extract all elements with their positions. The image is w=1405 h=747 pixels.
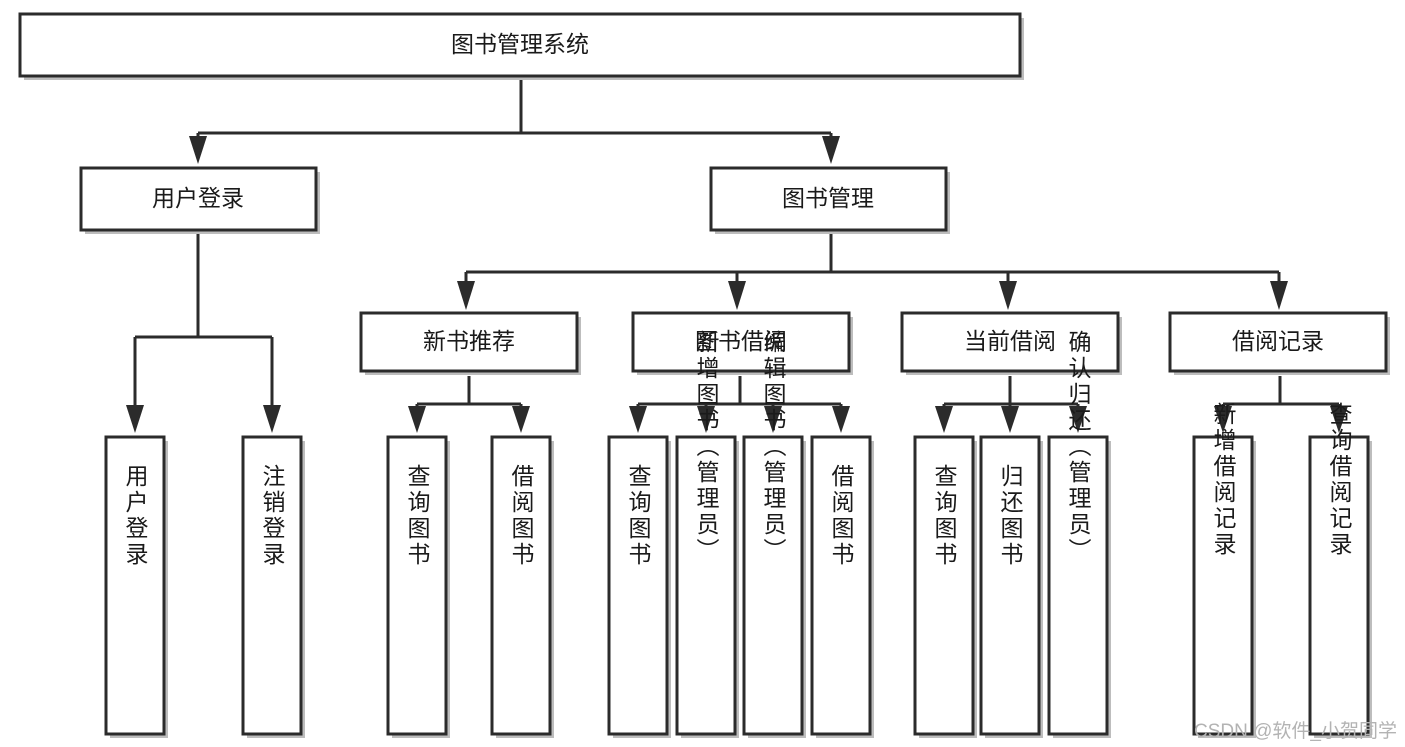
edge-group-book-manage-to-level3 [457,233,1288,310]
arrow-to-leaf-add-record [1214,406,1232,433]
node-leaf-add-record[interactable]: 新增借阅记录 [1192,402,1256,738]
node-new-book-rec[interactable]: 新书推荐 [359,311,581,375]
node-leaf-add-book[interactable]: 新增图书（管理员） [675,330,739,738]
node-book-manage[interactable]: 图书管理 [709,166,950,234]
node-leaf-query-book-3[interactable]: 查询图书 [913,435,977,738]
node-leaf-return-book[interactable]: 归还图书 [979,435,1043,738]
node-leaf-add-record-box[interactable] [1192,435,1254,736]
edge-group-book-borrow-to-leaves [629,376,850,433]
node-borrow-record-label: 借阅记录 [1232,328,1324,354]
node-leaf-logout-login-box[interactable] [241,435,303,736]
node-current-borrow-box[interactable] [900,311,1120,373]
node-leaf-borrow-book-2-label: 借阅图书 [828,464,855,568]
node-book-borrow[interactable]: 图书借阅 [631,311,853,375]
node-leaf-logout-login-label: 注销登录 [259,464,286,568]
arrow-to-leaf-query-book-1 [408,406,426,433]
edge-group-user-login-to-leaves [126,233,281,433]
node-leaf-confirm-return-label: 确认归还（管理员） [1065,330,1092,564]
arrow-to-leaf-user-login [126,405,144,433]
arrow-to-book-borrow [728,281,746,310]
edge-group-new-book-rec-to-leaves [408,376,530,433]
node-leaf-user-login[interactable]: 用户登录 [104,435,168,738]
node-leaf-add-book-label: 新增图书（管理员） [693,330,720,564]
arrow-to-leaf-confirm-return [1069,406,1087,433]
arrow-to-current-borrow [999,281,1017,310]
node-user-login-label: 用户登录 [152,185,244,211]
node-root-label: 图书管理系统 [451,31,589,57]
node-new-book-rec-label: 新书推荐 [423,328,515,354]
node-borrow-record-box[interactable] [1168,311,1388,373]
node-borrow-record[interactable]: 借阅记录 [1168,311,1390,375]
arrow-to-leaf-borrow-book-2 [832,406,850,433]
node-new-book-rec-box[interactable] [359,311,579,373]
node-leaf-confirm-return-box[interactable] [1047,435,1109,736]
node-leaf-query-record-box[interactable] [1308,435,1370,736]
arrow-to-book-manage [822,136,840,164]
node-leaf-borrow-book-1-label: 借阅图书 [508,464,535,568]
node-leaf-query-book-1-label: 查询图书 [404,464,431,568]
edge-group-current-borrow-to-leaves [935,376,1087,433]
arrow-to-leaf-query-book-2 [629,406,647,433]
node-current-borrow[interactable]: 当前借阅 [900,311,1122,375]
node-book-borrow-label: 图书借阅 [695,328,787,354]
arrow-to-leaf-edit-book [764,406,782,433]
node-leaf-logout-login[interactable]: 注销登录 [241,435,305,738]
node-leaf-edit-book[interactable]: 编辑图书（管理员） [742,330,806,738]
node-leaf-add-book-box[interactable] [675,435,737,736]
node-leaf-query-record[interactable]: 查询借阅记录 [1308,402,1372,738]
node-root-box[interactable] [18,12,1022,78]
edge-group-root-to-level2 [189,80,840,164]
arrow-to-leaf-logout-login [263,405,281,433]
node-leaf-user-login-box[interactable] [104,435,166,736]
node-current-borrow-label: 当前借阅 [964,328,1056,354]
node-book-borrow-box[interactable] [631,311,851,373]
edge-group-borrow-record-to-leaves [1214,376,1348,433]
node-leaf-query-book-2-label: 查询图书 [625,464,652,568]
node-leaf-borrow-book-2[interactable]: 借阅图书 [810,435,874,738]
arrow-to-leaf-return-book [1001,406,1019,433]
node-leaf-borrow-book-1[interactable]: 借阅图书 [490,435,554,738]
arrow-to-new-book-rec [457,281,475,310]
node-leaf-add-record-label: 新增借阅记录 [1210,402,1237,558]
node-leaf-borrow-book-2-box[interactable] [810,435,872,736]
node-leaf-query-book-1-box[interactable] [386,435,448,736]
node-leaf-query-book-2[interactable]: 查询图书 [607,435,671,738]
node-leaf-query-book-2-box[interactable] [607,435,669,736]
node-book-manage-box[interactable] [709,166,948,232]
arrow-to-leaf-query-book-3 [935,406,953,433]
arrow-to-leaf-add-book [697,406,715,433]
node-leaf-borrow-book-1-box[interactable] [490,435,552,736]
node-leaf-return-book-box[interactable] [979,435,1041,736]
node-leaf-query-book-3-box[interactable] [913,435,975,736]
node-leaf-query-record-label: 查询借阅记录 [1326,402,1353,558]
node-leaf-query-book-3-label: 查询图书 [931,464,958,568]
node-leaf-return-book-label: 归还图书 [997,464,1024,568]
node-leaf-edit-book-label: 编辑图书（管理员） [760,330,787,564]
node-root[interactable]: 图书管理系统 [18,12,1024,80]
node-leaf-user-login-label: 用户登录 [122,464,149,568]
node-leaf-edit-book-box[interactable] [742,435,804,736]
arrow-to-borrow-record [1270,281,1288,310]
arrow-to-user-login [189,136,207,164]
arrow-to-leaf-borrow-book-1 [512,406,530,433]
node-user-login-box[interactable] [79,166,318,232]
arrow-to-leaf-query-record [1330,406,1348,433]
node-leaf-query-book-1[interactable]: 查询图书 [386,435,450,738]
node-leaf-confirm-return[interactable]: 确认归还（管理员） [1047,330,1111,738]
node-user-login[interactable]: 用户登录 [79,166,320,234]
node-book-manage-label: 图书管理 [782,185,874,211]
